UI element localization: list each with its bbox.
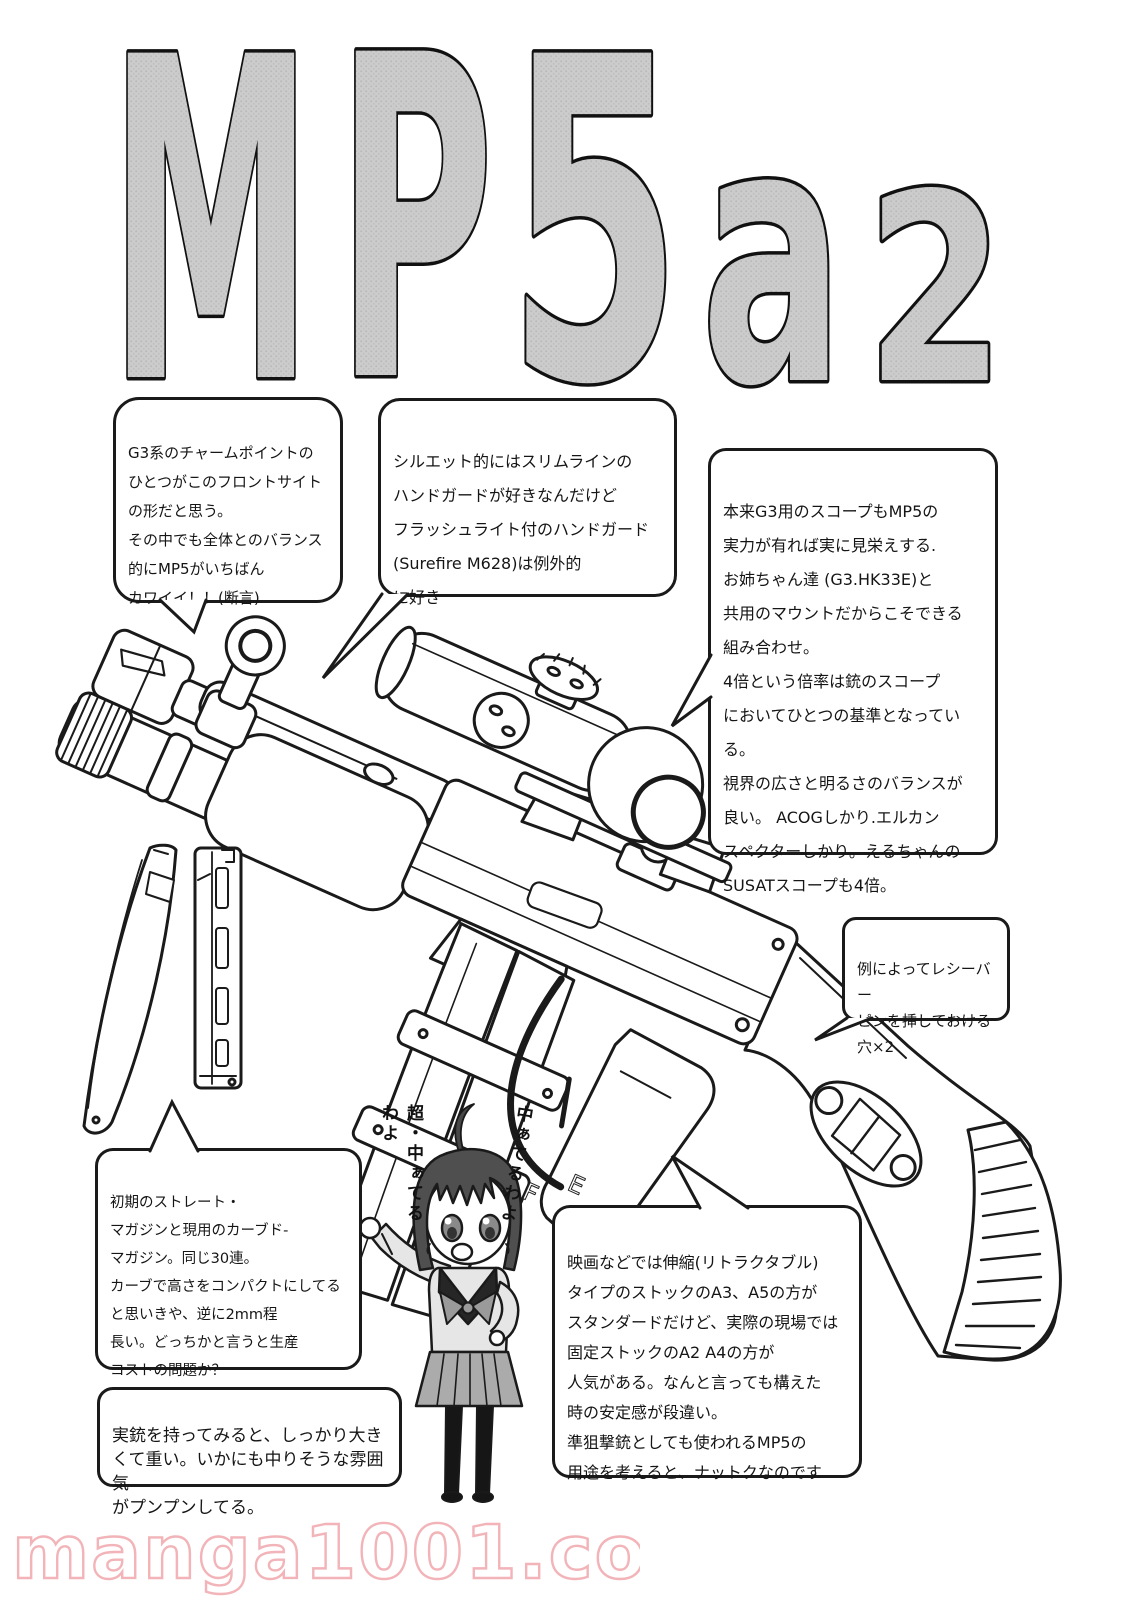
hip-hand [488, 1329, 506, 1347]
curved-magazine [82, 843, 178, 1135]
shout-left: 超・中ぁてるわよ [378, 1104, 423, 1224]
bubble-stock-note: 映画などでは伸縮(リトラクタブル) タイプのストックのA3、A5の方が スタンダ… [552, 1205, 862, 1482]
fixed-stock [743, 939, 1062, 1362]
muzzle [91, 628, 195, 725]
title-letter-5: 5 [507, 0, 682, 420]
bow [439, 1291, 497, 1325]
front-sight [194, 615, 286, 750]
bubble-text: 実銃を持ってみると、しっかり大き くて重い。いかにも中りそうな雰囲気 がプンプン… [112, 1426, 384, 1518]
windage-turret [472, 691, 530, 749]
bubble-text: シルエット的にはスリムラインの ハンドガードが好きなんだけど フラッシュライト付… [393, 452, 650, 607]
page-title: M P 5 a 2 [106, 0, 1009, 420]
title-letter-p: P [336, 0, 494, 420]
bubble-text: G3系のチャームポイントの ひとつがこのフロントサイト の形だと思う。 その中で… [128, 444, 323, 607]
butt-pad [942, 1120, 1062, 1361]
bubble-text: 映画などでは伸縮(リトラクタブル) タイプのストックのA3、A5の方が スタンダ… [567, 1253, 839, 1482]
elevation-turret [528, 652, 602, 711]
title-letter-a: a [701, 49, 844, 420]
bubble-magazine-note: 初期のストレート・ マガジンと現用のカーブド- マガジン。同じ30連。 カーブで… [95, 1148, 362, 1379]
blush-left [426, 1243, 431, 1254]
scope-eyepiece [630, 774, 706, 850]
blush-right [505, 1243, 510, 1254]
sling-plate [809, 1080, 923, 1188]
eyes [440, 1213, 502, 1243]
legs [441, 1405, 494, 1503]
watermark-text: manga1001.com [12, 1510, 640, 1596]
straight-magazine [193, 846, 243, 1090]
bubble-scope-note: 本来G3用のスコープもMP5の 実力が有れば実に見栄えする. お姉ちゃん達 (G… [708, 448, 998, 895]
bubble-text: 初期のストレート・ マガジンと現用のカーブド- マガジン。同じ30連。 カーブで… [110, 1195, 341, 1379]
watermark: manga1001.com [11, 1509, 640, 1597]
bubble-real-gun-note: 実銃を持ってみると、しっかり大き くて重い。いかにも中りそうな雰囲気 がプンプン… [97, 1387, 402, 1518]
ahoge [454, 1103, 475, 1161]
scope [374, 625, 706, 850]
hip-arm [489, 1280, 520, 1344]
flashlight [55, 691, 241, 821]
chibi-girl [358, 1103, 524, 1503]
mouth [450, 1242, 474, 1262]
magazine-clamp [396, 1009, 571, 1112]
hair [412, 1147, 523, 1272]
bubble-front-sight-note: G3系のチャームポイントの ひとつがこのフロントサイト の形だと思う。 その中で… [113, 397, 343, 607]
bubble-handguard-note: シルエット的にはスリムラインの ハンドガードが好きなんだけど フラッシュライト付… [378, 398, 677, 607]
title-letter-m: M [109, 0, 313, 420]
bubble-receiver-pin-note: 例によってレシーバー ピンを挿しておける 穴×2 [842, 917, 1010, 1056]
pleated-skirt [414, 1350, 524, 1408]
title-letter-2: 2 [866, 140, 1005, 420]
receiver [401, 778, 799, 1046]
bubble-text: 本来G3用のスコープもMP5の 実力が有れば実に見栄えする. お姉ちゃん達 (G… [723, 502, 963, 895]
bubble-text: 例によってレシーバー ピンを挿しておける 穴×2 [857, 960, 992, 1056]
